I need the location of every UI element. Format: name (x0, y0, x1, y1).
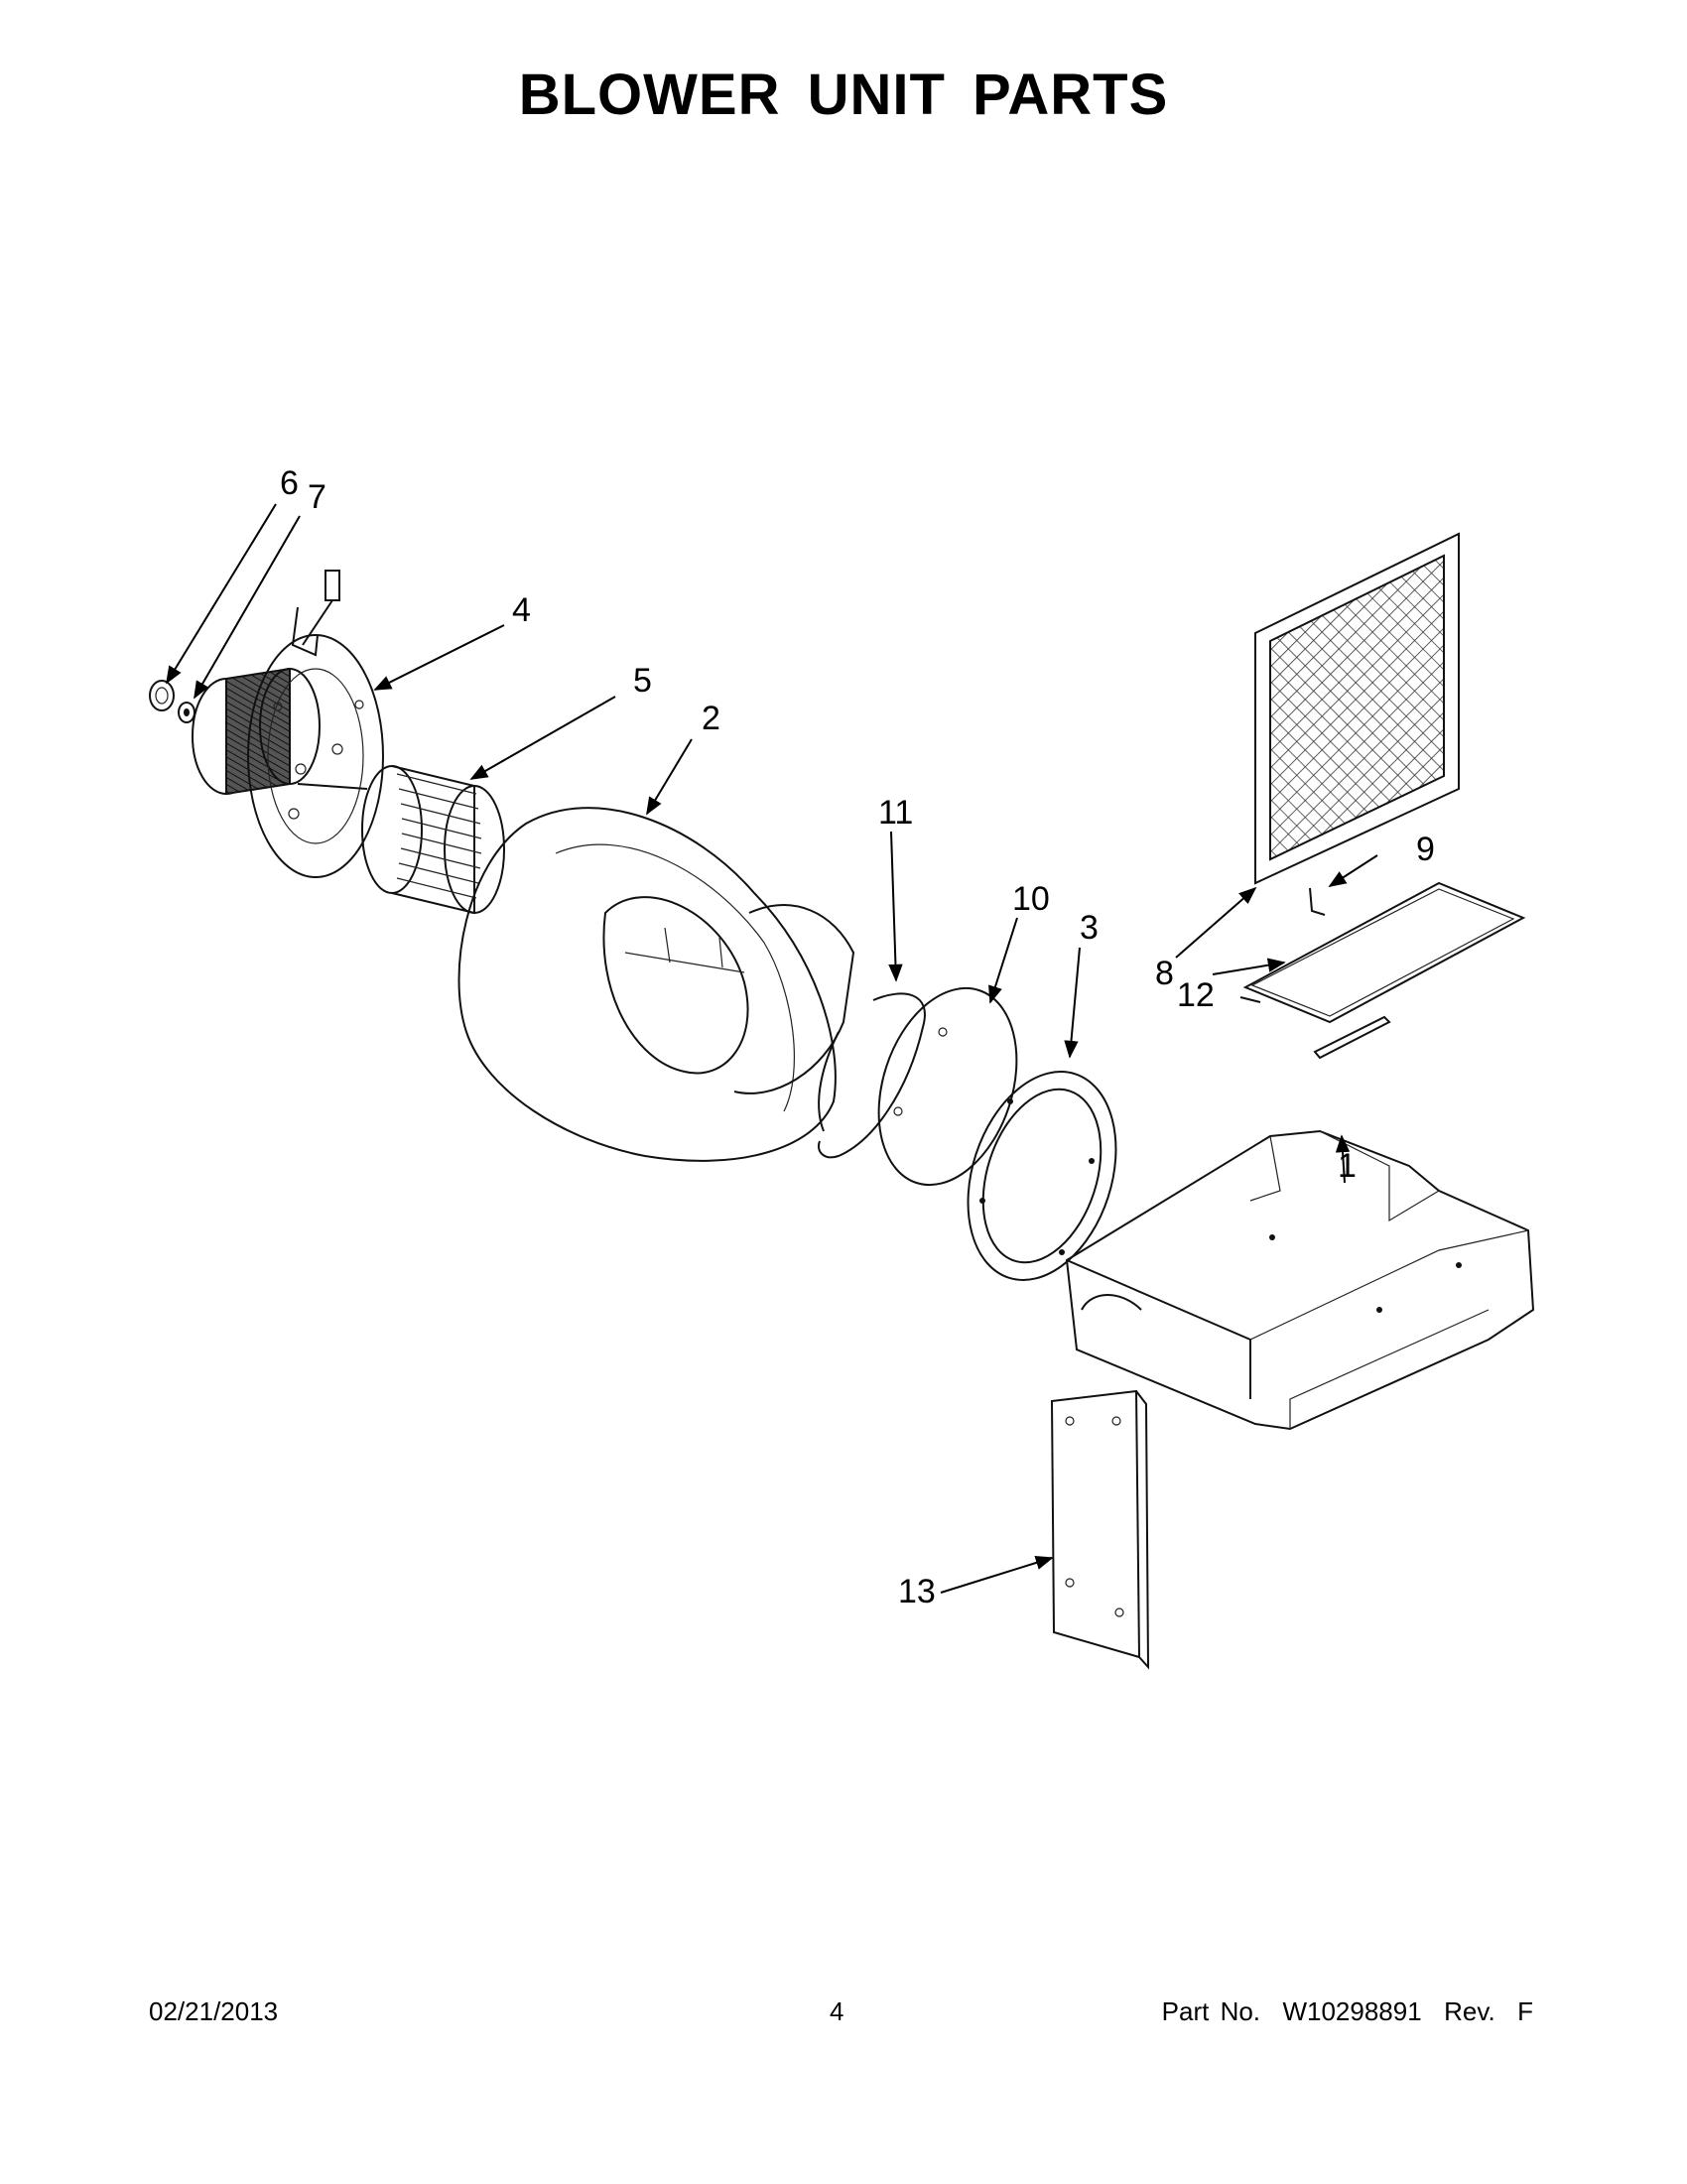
part-13-plate (1050, 1389, 1150, 1670)
callout-13: 13 (898, 1573, 936, 1610)
part-4-motor (192, 570, 384, 878)
part-12-tape (1239, 881, 1526, 1060)
callout-4: 4 (512, 591, 531, 629)
part-8-filter (1254, 532, 1460, 885)
callout-1: 1 (1338, 1147, 1357, 1185)
footer-part-number: Part No. W10298891 Rev. F (1161, 1996, 1533, 2026)
part-6-nut (149, 680, 175, 711)
callout-3: 3 (1080, 909, 1099, 947)
footer-date: 02/21/2013 (149, 1996, 279, 2026)
part-11-retaining-ring (818, 992, 926, 1159)
callout-7: 7 (308, 478, 326, 516)
leader-lines (166, 503, 1378, 1594)
part-7-washer (178, 702, 195, 723)
callout-11: 11 (878, 794, 913, 832)
part-1-support (1065, 1129, 1535, 1431)
part-10-orifice-plate (877, 986, 1018, 1187)
page-title: BLOWER UNIT PARTS (518, 63, 1169, 127)
part-9-clip (1309, 887, 1326, 916)
part-3-gasket (967, 1071, 1117, 1281)
part-2-blower-housing (457, 807, 855, 1162)
callout-6: 6 (280, 464, 299, 502)
callout-5: 5 (633, 662, 652, 700)
part-5-blower-wheel (361, 765, 505, 915)
footer-page-number: 4 (830, 1996, 844, 2026)
callout-10: 10 (1012, 880, 1050, 918)
callout-12: 12 (1177, 976, 1215, 1014)
callout-2: 2 (702, 700, 720, 737)
callout-8: 8 (1155, 955, 1174, 992)
callout-9: 9 (1416, 831, 1435, 868)
